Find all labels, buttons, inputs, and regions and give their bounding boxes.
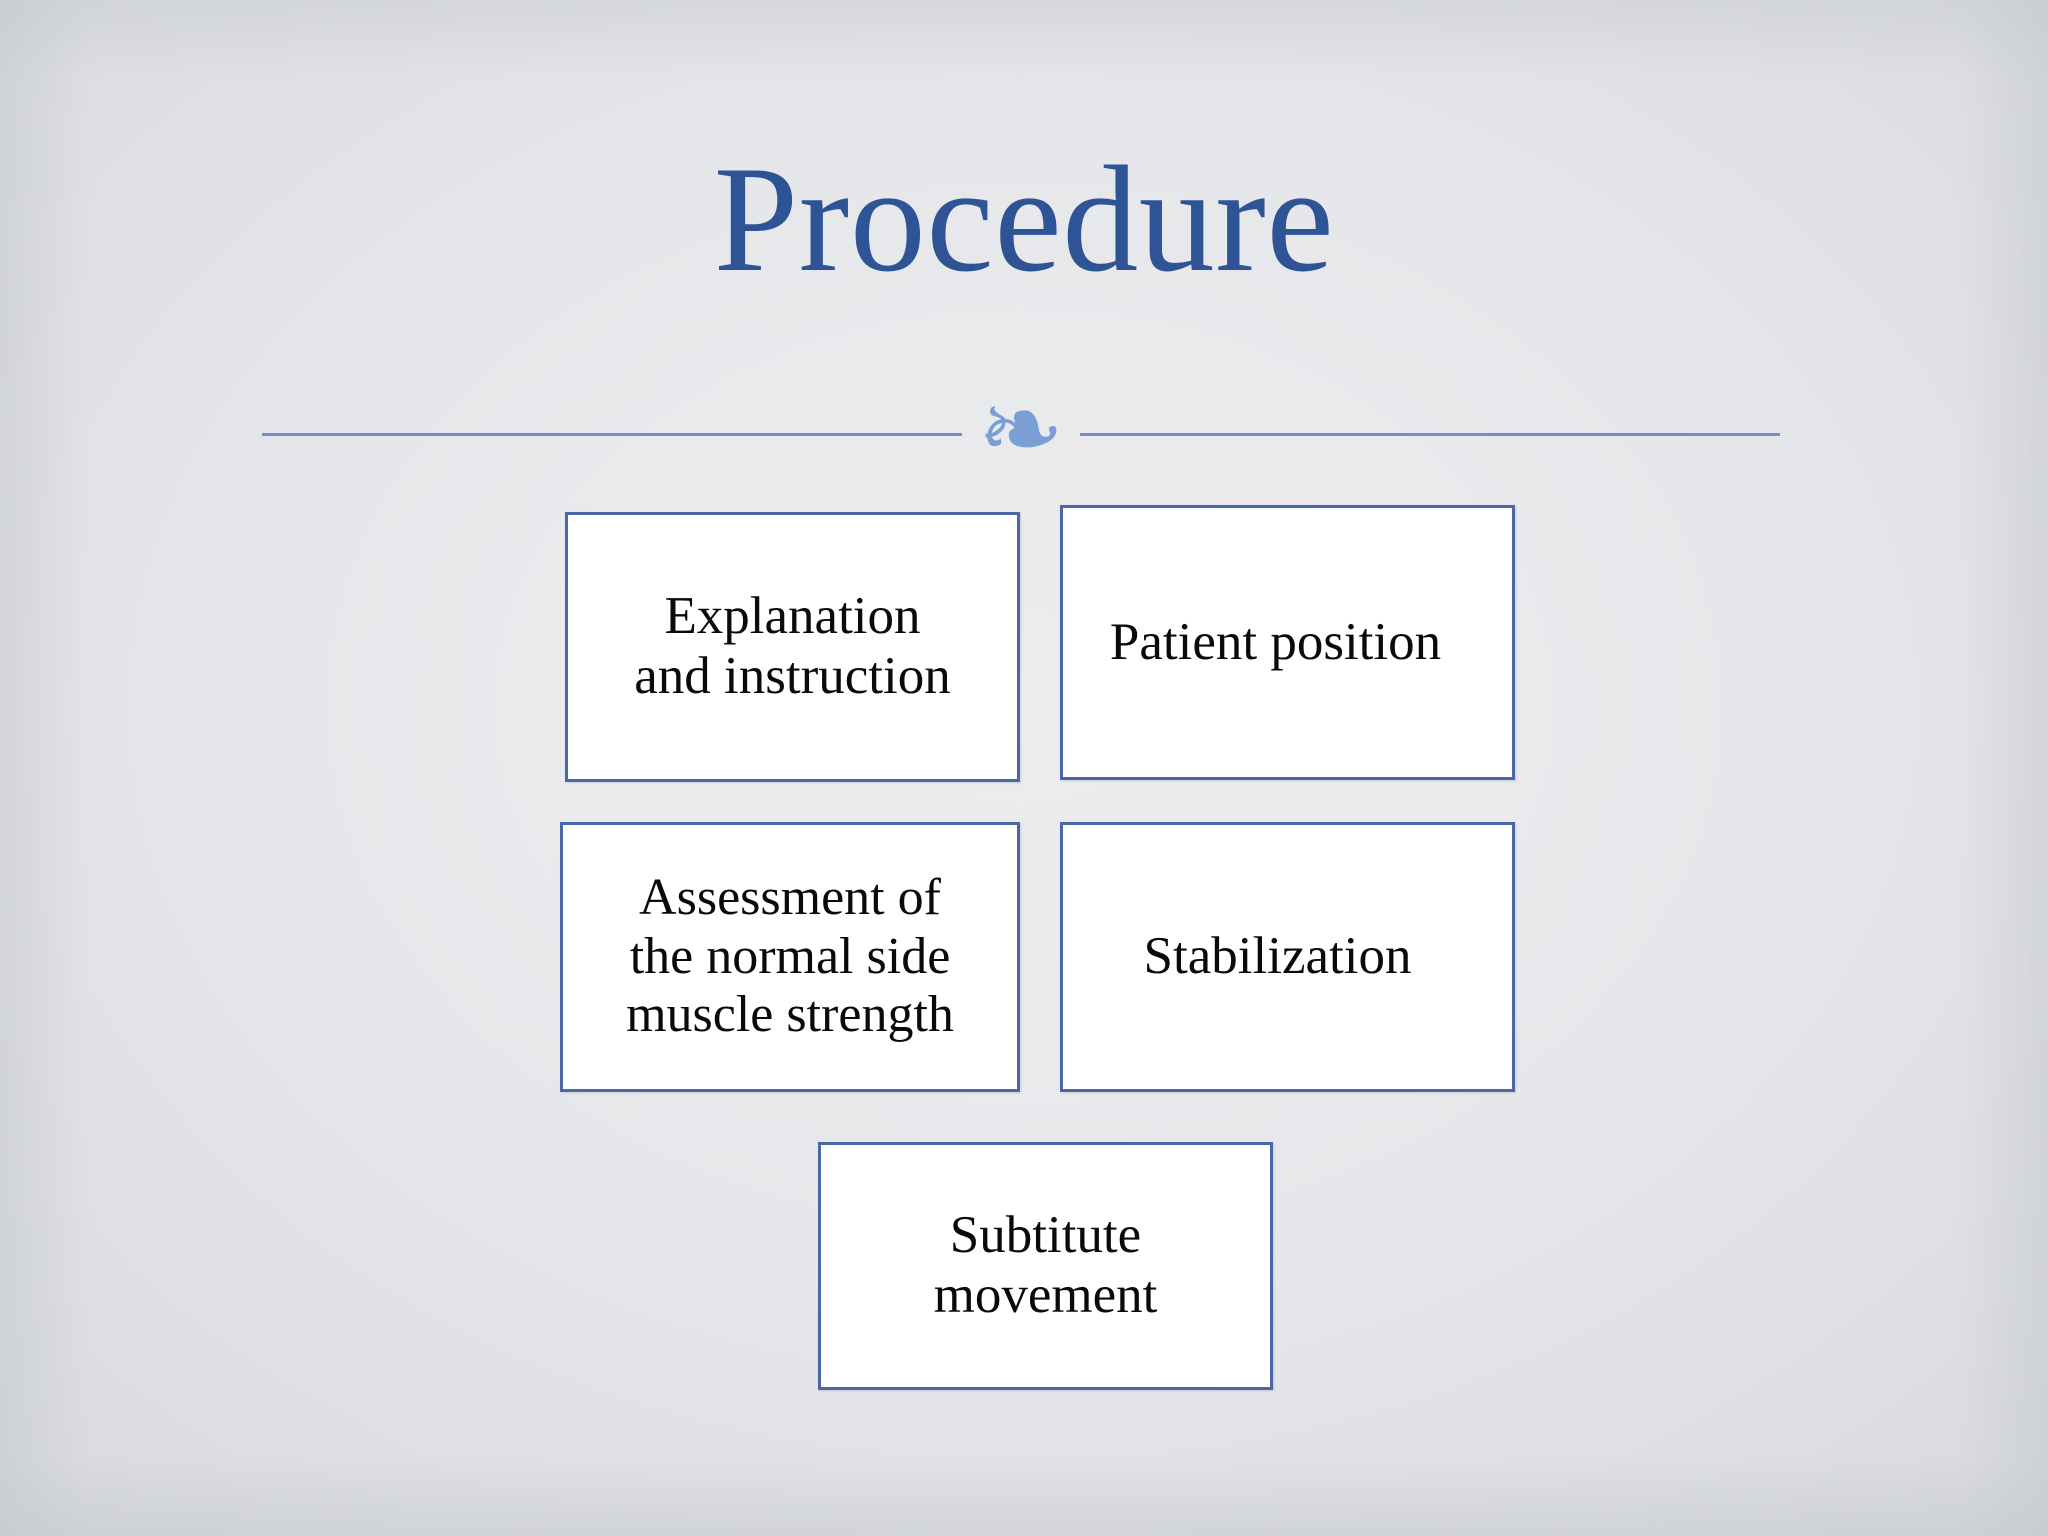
floral-ornament-icon: ❧	[977, 372, 1065, 488]
process-box-label: Patient position	[1109, 612, 1442, 671]
process-box-patient-position[interactable]: Patient position	[1060, 505, 1515, 780]
divider-line-left	[262, 433, 962, 436]
process-box-stabilization[interactable]: Stabilization	[1060, 822, 1515, 1092]
slide-title: Procedure	[713, 135, 1335, 303]
title-divider: ❧	[262, 378, 1780, 482]
process-box-label: Stabilization	[1143, 927, 1412, 986]
divider-line-right	[1080, 433, 1780, 436]
